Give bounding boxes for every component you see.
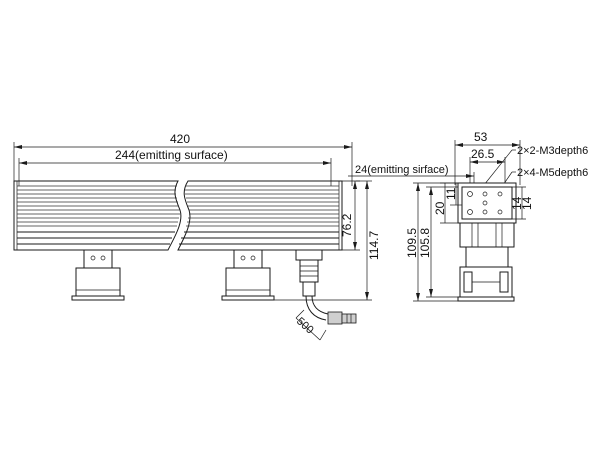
side-view: 53 26.5 24(emitting sirface) 2×2-M3depth… xyxy=(348,130,588,302)
dim-cable-length: 500 xyxy=(294,309,327,341)
dim-side-height-body: 105.8 xyxy=(418,186,458,298)
dim-total-height-label: 114.7 xyxy=(367,231,381,260)
dim-total-height: 114.7 xyxy=(274,180,381,301)
dim-emitting-length-label: 244(emitting surface) xyxy=(115,148,228,162)
dim-side-inner: 26.5 xyxy=(469,147,506,185)
dim-side-height-body-label: 105.8 xyxy=(418,228,432,258)
dim-side-emitting-label: 24(emitting sirface) xyxy=(355,164,449,176)
thread-notes: 2×2-M3depth6 2×4-M5depth6 xyxy=(479,145,588,211)
cooling-fins xyxy=(17,185,339,245)
dim-side-h1-label: 20 xyxy=(433,201,447,215)
dim-side-h2-label: 11 xyxy=(444,187,458,200)
dim-side-width-label: 53 xyxy=(474,130,488,144)
mounting-bracket-left xyxy=(71,249,125,301)
side-profile xyxy=(457,182,517,302)
dim-side-h3-label: 14 xyxy=(510,196,524,210)
dim-side-width: 53 xyxy=(454,130,521,185)
dim-overall-length: 420 xyxy=(13,132,353,186)
dim-side-small-left: 20 11 xyxy=(433,182,462,224)
light-bar-body xyxy=(13,180,343,251)
dim-side-height-total-label: 109.5 xyxy=(405,228,419,258)
cable-connector xyxy=(295,249,357,325)
note-m5-label: 2×4-M5depth6 xyxy=(517,167,588,179)
mounting-bracket-right xyxy=(221,249,275,301)
note-m3-label: 2×2-M3depth6 xyxy=(517,145,588,157)
dim-side-emitting: 24(emitting sirface) xyxy=(348,164,475,185)
dim-side-small-right: 14 14 xyxy=(508,186,534,220)
dim-overall-length-label: 420 xyxy=(170,132,190,146)
dim-side-h4-label: 14 xyxy=(520,196,534,210)
dim-emitting-length: 244(emitting surface) xyxy=(18,148,332,186)
dim-side-inner-label: 26.5 xyxy=(471,147,495,161)
dim-body-height: 76.2 xyxy=(340,180,360,251)
front-view: 420 244(emitting surface) xyxy=(13,132,381,341)
dim-side-height-total: 109.5 xyxy=(405,182,458,302)
dim-body-height-label: 76.2 xyxy=(340,213,354,237)
